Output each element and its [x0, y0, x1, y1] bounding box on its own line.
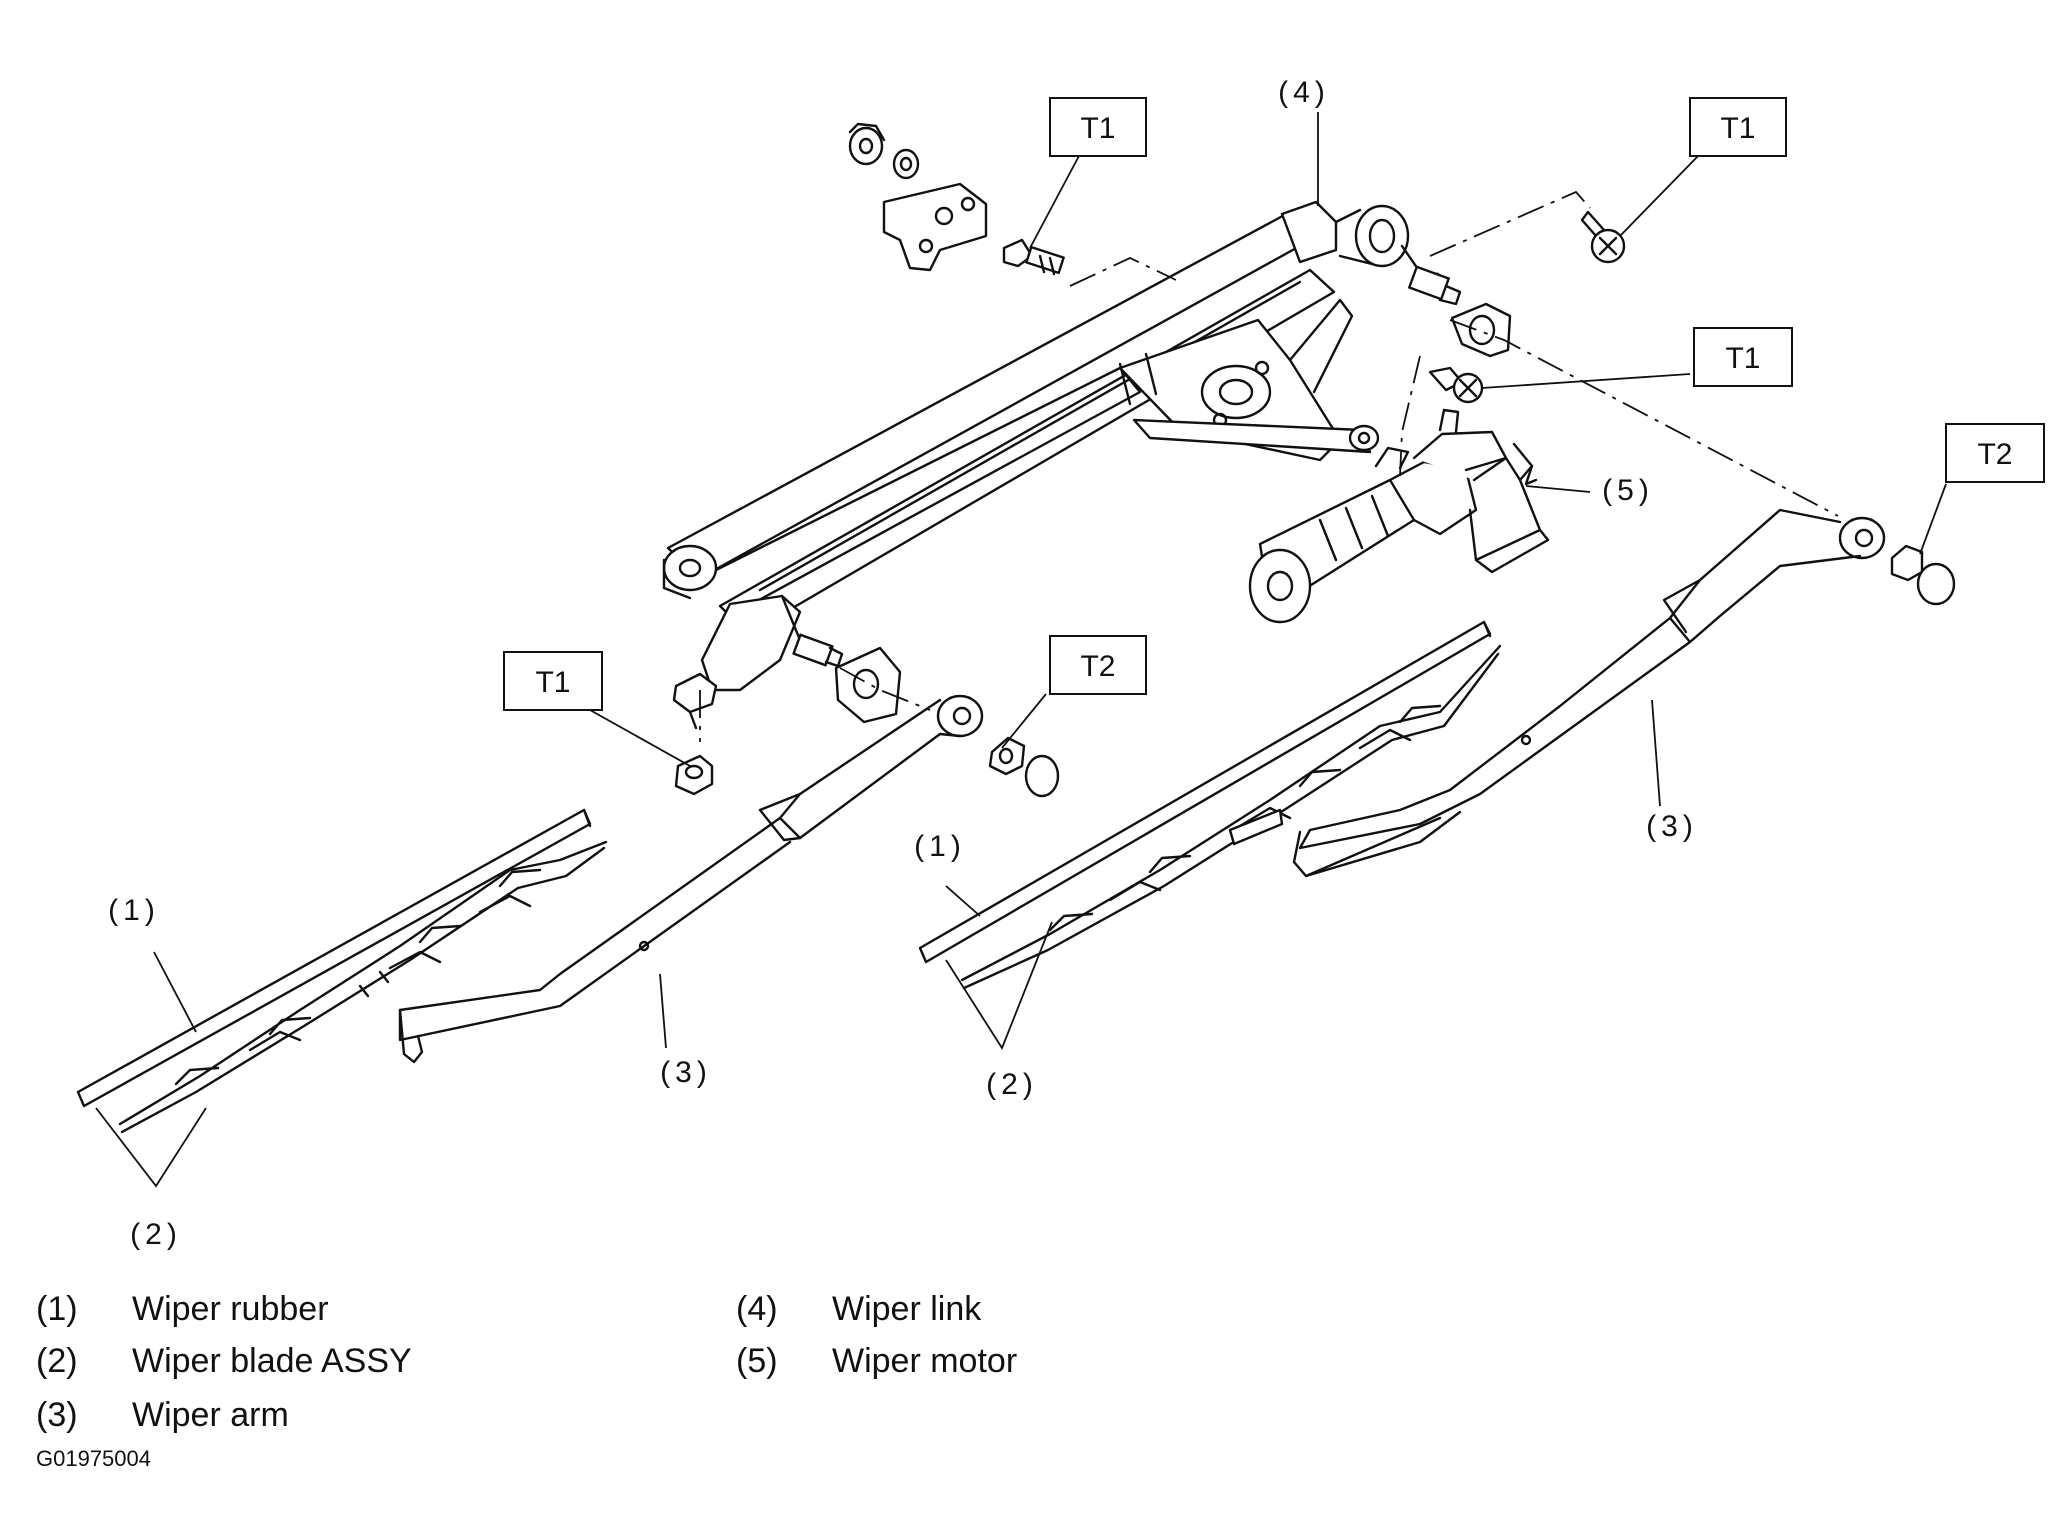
callout-left-blade: (2) [130, 1218, 182, 1251]
left-wiper-arm [398, 694, 984, 1064]
middle-right-bolt [1428, 366, 1484, 404]
right-wiper-blade [918, 620, 1502, 990]
torque-label: T1 [1720, 112, 1755, 145]
callout-left-arm: (3) [660, 1056, 712, 1089]
legend-number: (5) [736, 1342, 778, 1380]
legend-text: Wiper blade ASSY [132, 1342, 412, 1380]
torque-box-left-pivot: T1 [503, 651, 603, 711]
top-left-bracket [848, 122, 988, 272]
callout-wiper-motor: (5) [1602, 474, 1654, 507]
torque-label: T1 [1080, 112, 1115, 145]
legend-text: Wiper link [832, 1290, 982, 1328]
callout-wiper-link: (4) [1278, 76, 1330, 109]
left-wiper-blade [76, 808, 608, 1134]
alignment-dash-lines [699, 190, 1839, 742]
torque-box-middle-right: T1 [1693, 327, 1793, 387]
torque-box-top-left: T1 [1049, 97, 1147, 157]
center-grommet [834, 646, 902, 724]
wiper-motor [1248, 408, 1550, 624]
legend-text: Wiper motor [832, 1342, 1018, 1380]
callout-right-blade: (2) [986, 1068, 1038, 1101]
left-pivot-cap-nut [672, 672, 718, 796]
parts-legend: (1) Wiper rubber (2) Wiper blade ASSY (3… [36, 1290, 1096, 1440]
torque-label: T2 [1080, 650, 1115, 683]
callout-left-rubber: (1) [108, 894, 160, 927]
torque-label: T2 [1977, 438, 2012, 471]
legend-number: (4) [736, 1290, 778, 1328]
torque-label: T1 [1725, 342, 1760, 375]
legend-text: Wiper arm [132, 1396, 289, 1434]
callout-right-rubber: (1) [914, 830, 966, 863]
torque-box-center-nut: T2 [1049, 635, 1147, 695]
far-right-nut-and-cap [1890, 544, 1956, 606]
torque-box-top-right: T1 [1689, 97, 1787, 157]
top-right-bolt [1580, 210, 1626, 264]
torque-box-far-right: T2 [1945, 423, 2045, 483]
legend-number: (1) [36, 1290, 78, 1328]
center-nut-and-cap [988, 736, 1060, 798]
callout-right-arm: (3) [1646, 810, 1698, 843]
top-left-bolt [1002, 238, 1065, 276]
wiper-link-frame [662, 200, 1462, 692]
right-pivot-grommet [1450, 302, 1512, 358]
legend-number: (3) [36, 1396, 78, 1434]
right-wiper-arm [1292, 508, 1886, 878]
leader-lines [95, 112, 1947, 1188]
legend-number: (2) [36, 1342, 78, 1380]
figure-id: G01975004 [36, 1446, 151, 1471]
legend-text: Wiper rubber [132, 1290, 329, 1328]
torque-label: T1 [535, 666, 570, 699]
